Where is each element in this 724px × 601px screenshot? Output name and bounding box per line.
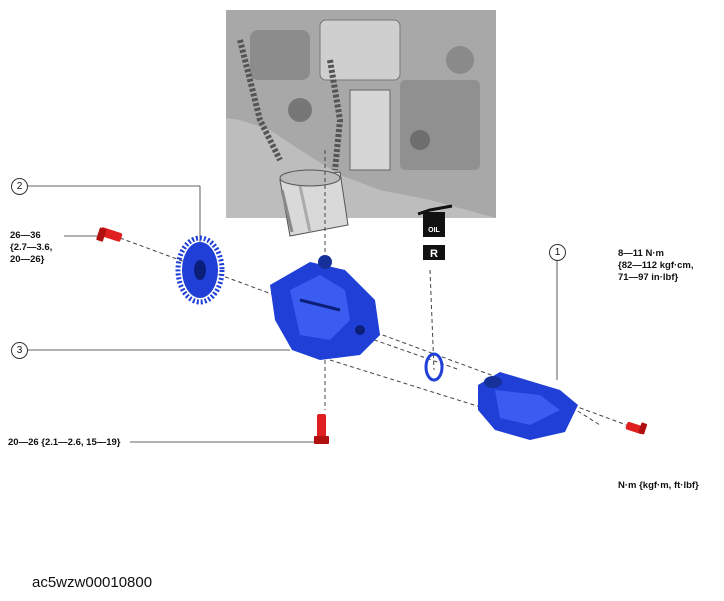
torque-right-line2: {82—112 kgf·cm, xyxy=(618,260,694,271)
callout-2: 2 xyxy=(11,178,28,195)
sprocket-gear xyxy=(175,235,225,305)
oil-symbol-top: OIL xyxy=(428,227,440,234)
leader-lines xyxy=(27,185,558,443)
oil-filter xyxy=(279,169,349,237)
bolt-lower xyxy=(314,414,329,444)
bolt-upper-left xyxy=(96,227,123,242)
torque-right-line3: 71—97 in·lbf} xyxy=(618,272,679,283)
callout-1: 1 xyxy=(549,244,566,261)
oil-symbol-bottom: R xyxy=(430,248,438,260)
torque-right-line1: 8—11 N·m xyxy=(618,248,664,259)
engine-block xyxy=(226,10,496,218)
o-ring xyxy=(424,352,444,382)
units-note: N·m {kgf·m, ft·lbf} xyxy=(618,480,699,491)
callout-3: 3 xyxy=(11,342,28,359)
oil-symbol: OIL R xyxy=(417,204,453,260)
bolt-right xyxy=(625,421,648,435)
oil-strainer xyxy=(478,372,578,440)
torque-upper-left-line2: {2.7—3.6, xyxy=(10,242,53,253)
torque-lower: 20—26 {2.1—2.6, 15—19} xyxy=(8,437,121,448)
oil-pump-body xyxy=(270,255,380,360)
torque-upper-left-line1: 26—36 xyxy=(10,230,41,241)
image-code: ac5wzw00010800 xyxy=(32,574,153,591)
torque-upper-left-line3: 20—26} xyxy=(10,254,45,265)
